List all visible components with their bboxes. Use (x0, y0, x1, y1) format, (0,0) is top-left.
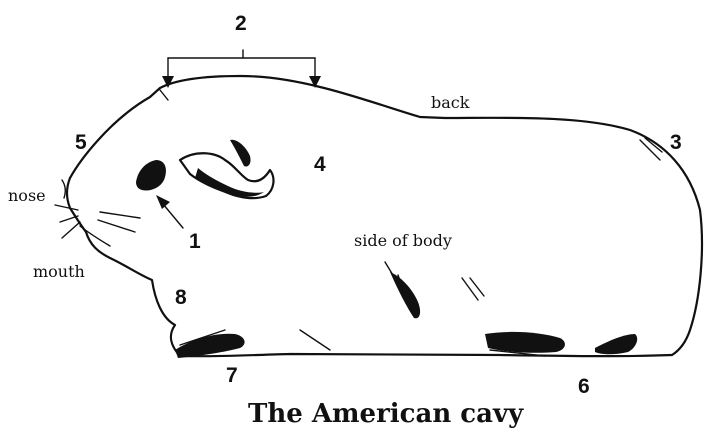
callout-7: 7 (226, 364, 238, 387)
callout-2: 2 (235, 12, 247, 35)
fur-stroke (385, 262, 402, 290)
cavy-ear-shade (230, 140, 251, 167)
cavy-fur (160, 90, 662, 350)
label-side-of-body: side of body (354, 231, 452, 250)
fur-stroke (160, 90, 168, 100)
cavy-eye (136, 160, 166, 191)
cavy-body (67, 76, 702, 356)
fur-stroke (462, 278, 478, 300)
callout-4: 4 (314, 153, 326, 176)
fur-stroke (470, 278, 484, 296)
label-nose: nose (8, 186, 46, 205)
callout-3: 3 (670, 131, 682, 154)
arrow-1-shaft (163, 204, 183, 228)
callout-1: 1 (189, 230, 201, 253)
cavy-outline-top (70, 76, 702, 355)
hind-foot (595, 334, 637, 354)
cavy-ear-shade (195, 168, 264, 197)
fur-stroke (300, 330, 330, 350)
callout-8: 8 (175, 286, 187, 309)
label-back: back (431, 93, 470, 112)
diagram-title: The American cavy (248, 399, 524, 429)
cavy-outline-snout (67, 178, 86, 232)
callout-6: 6 (578, 375, 590, 398)
cavy-whisker (98, 220, 135, 232)
cavy-outline-belly (86, 232, 180, 356)
cavy-whisker (62, 222, 80, 238)
label-mouth: mouth (33, 262, 85, 281)
cavy-ear (180, 140, 273, 198)
cavy-whisker (60, 216, 78, 222)
arrow-1-head (156, 195, 170, 209)
callout-5: 5 (75, 131, 87, 154)
hind-foot (485, 332, 565, 353)
cavy-whisker (100, 212, 140, 218)
cavy-mouth-line (80, 226, 110, 246)
cavy-whisker (55, 205, 78, 210)
cavy-nose-mark (62, 180, 65, 198)
cavy-outline-bottom (180, 354, 672, 356)
arrow-1 (156, 195, 183, 228)
cavy-face (55, 160, 166, 246)
